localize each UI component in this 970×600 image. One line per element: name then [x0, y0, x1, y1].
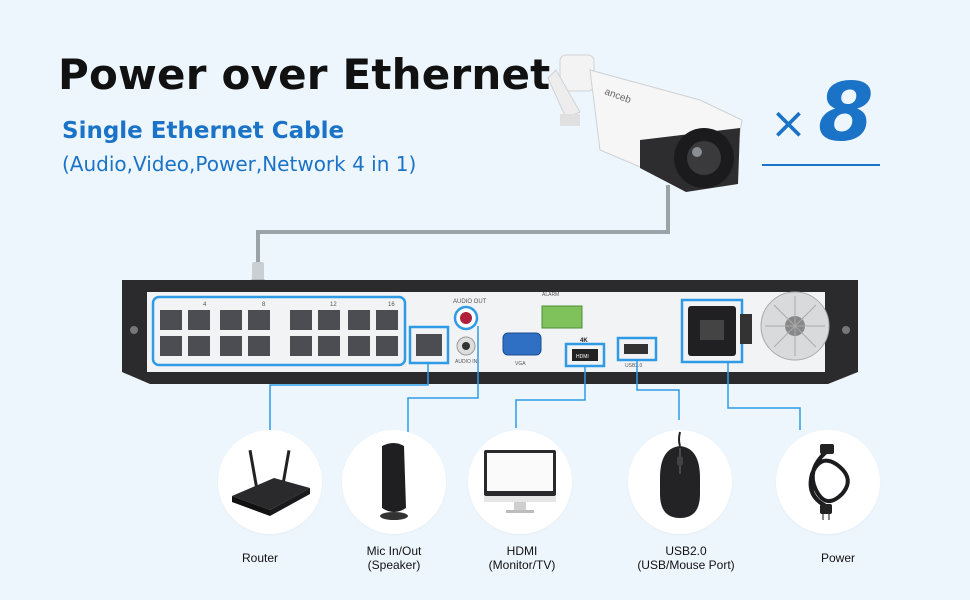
usb-port [624, 344, 648, 354]
speaker-icon [380, 443, 408, 520]
mouse-icon [660, 431, 700, 518]
port-number: 16 [388, 302, 395, 308]
hdmi-port-label: HDMI [576, 354, 589, 360]
subtitle: Single Ethernet Cable [62, 118, 345, 144]
speaker-circle [342, 430, 446, 534]
port-number: 8 [262, 302, 266, 308]
mouse-circle [628, 430, 732, 534]
device-label-power: Power [820, 551, 855, 565]
multiply-symbol: × [770, 98, 807, 149]
usb-label: USB2.0 [625, 363, 642, 369]
router-icon [232, 449, 310, 516]
alarm-terminal [541, 305, 583, 329]
page-title: Power over Ethernet [58, 50, 551, 99]
vga-label: VGA [515, 361, 526, 367]
poe-port-block [151, 295, 407, 367]
nvr-recorder: 4 8 12 16 AUDIO OUT AUDIO IN VGA ALARM 4… [122, 280, 858, 384]
device-label-usb: USB2.0(USB/Mouse Port) [637, 544, 735, 572]
vga-port [502, 332, 542, 356]
ethernet-cable [256, 185, 670, 268]
audio-out-label: AUDIO OUT [453, 299, 487, 305]
device-label-router: Router [241, 551, 279, 565]
port-number: 12 [330, 302, 337, 308]
device-label-mic: Mic In/Out(Speaker) [366, 544, 422, 572]
power-cable-circle [776, 430, 880, 534]
audio-in-label: AUDIO IN [455, 359, 478, 365]
camera-count: 8 [818, 66, 874, 159]
device-label-hdmi: HDMI(Monitor/TV) [488, 544, 556, 572]
lan-port-highlight [408, 325, 450, 365]
count-underline [762, 164, 880, 166]
alarm-label: ALARM [542, 292, 559, 298]
subtitle-note: (Audio,Video,Power,Network 4 in 1) [62, 152, 417, 176]
port-number: 4 [203, 302, 207, 308]
power-switch [740, 314, 752, 344]
monitor-circle [468, 430, 572, 534]
lan-port [416, 334, 442, 356]
connector-lines [269, 326, 801, 438]
hdmi-port [572, 349, 598, 361]
hdmi-badge: 4K [580, 338, 588, 344]
power-cable-icon [808, 444, 850, 520]
monitor-icon [484, 450, 556, 513]
poe-ports [160, 310, 398, 356]
bullet-camera-icon: anceb [547, 54, 743, 192]
router-circle [218, 430, 322, 534]
